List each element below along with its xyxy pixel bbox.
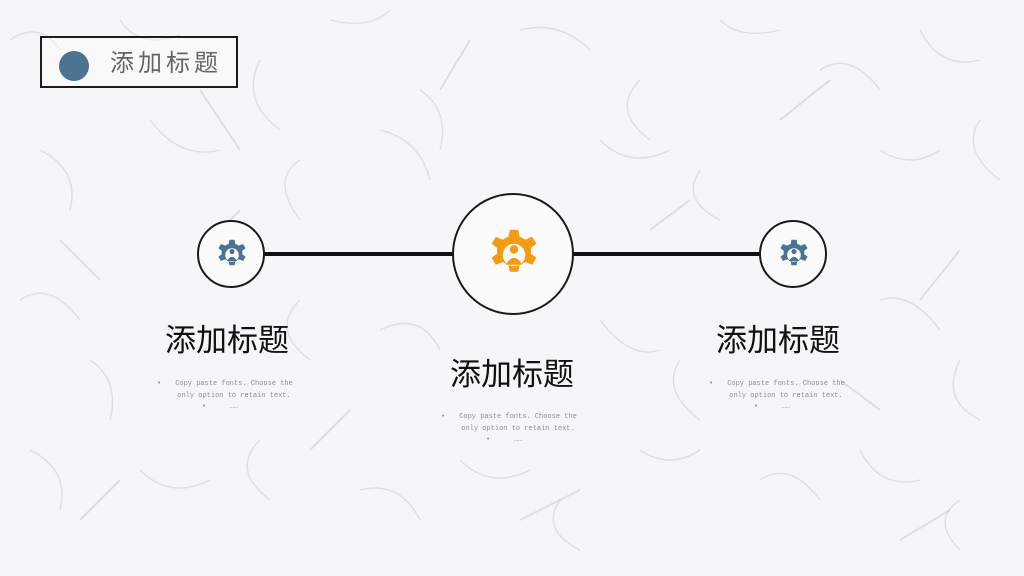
step-1-description: •Copy paste fonts. Choose the only optio… [157, 379, 299, 414]
bullet-item: •…… [754, 403, 791, 411]
bullet-text: …… [229, 403, 239, 411]
step-1-title: 添加标题 [165, 323, 289, 359]
bullet-item: •Copy paste fonts. Choose the only optio… [709, 380, 845, 400]
step-3-circle [759, 220, 827, 288]
connector-line-left [264, 252, 454, 256]
bullet-text: Copy paste fonts. Choose the only option… [175, 380, 293, 400]
gear-person-icon [491, 229, 537, 272]
step-3-description: •Copy paste fonts. Choose the only optio… [709, 379, 851, 414]
step-2-title: 添加标题 [450, 357, 574, 393]
bullet-text: …… [513, 436, 523, 444]
bullet-text: Copy paste fonts. Choose the only option… [459, 413, 577, 433]
bullet-text: Copy paste fonts. Choose the only option… [727, 380, 845, 400]
gear-person-icon [218, 239, 246, 266]
bullet-item: •Copy paste fonts. Choose the only optio… [441, 413, 577, 433]
bullet-text: …… [781, 403, 791, 411]
step-2-description: •Copy paste fonts. Choose the only optio… [441, 412, 583, 447]
gear-person-icon [780, 239, 808, 266]
step-3-title: 添加标题 [716, 323, 840, 359]
connector-line-right [572, 252, 760, 256]
bullet-item: •Copy paste fonts. Choose the only optio… [157, 380, 293, 400]
page-title: 添加标题 [110, 49, 222, 77]
step-2-circle [452, 193, 574, 315]
bullet-item: •…… [202, 403, 239, 411]
bullet-item: •…… [486, 436, 523, 444]
header-box: 添加标题 [40, 36, 238, 88]
header-dot-icon [59, 51, 89, 81]
step-1-circle [197, 220, 265, 288]
